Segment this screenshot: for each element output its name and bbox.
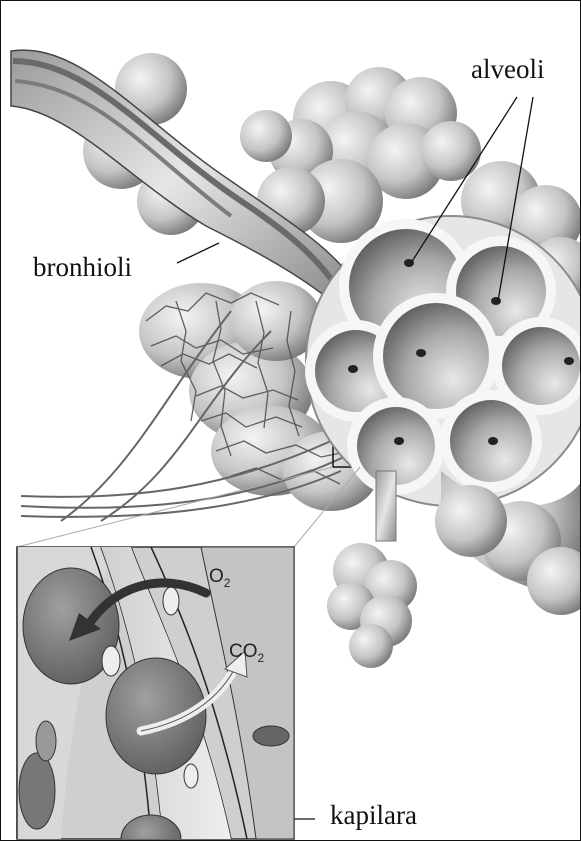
- capillary-inset: [17, 547, 294, 841]
- bronhioli-leader-line: [177, 243, 219, 263]
- carbon-dioxide-subscript: 2: [258, 651, 265, 665]
- label-bronhioli: bronhioli: [29, 251, 136, 283]
- label-carbon-dioxide: CO2: [229, 642, 264, 664]
- alveolar-sac-cross-section: [306, 216, 581, 668]
- oxygen-subscript: 2: [224, 576, 231, 590]
- oxygen-symbol: O: [209, 566, 224, 587]
- label-kapilara: kapilara: [326, 799, 421, 831]
- carbon-dioxide-symbol: CO: [229, 641, 258, 662]
- label-alveoli: alveoli: [467, 53, 548, 85]
- label-oxygen: O2: [209, 567, 230, 589]
